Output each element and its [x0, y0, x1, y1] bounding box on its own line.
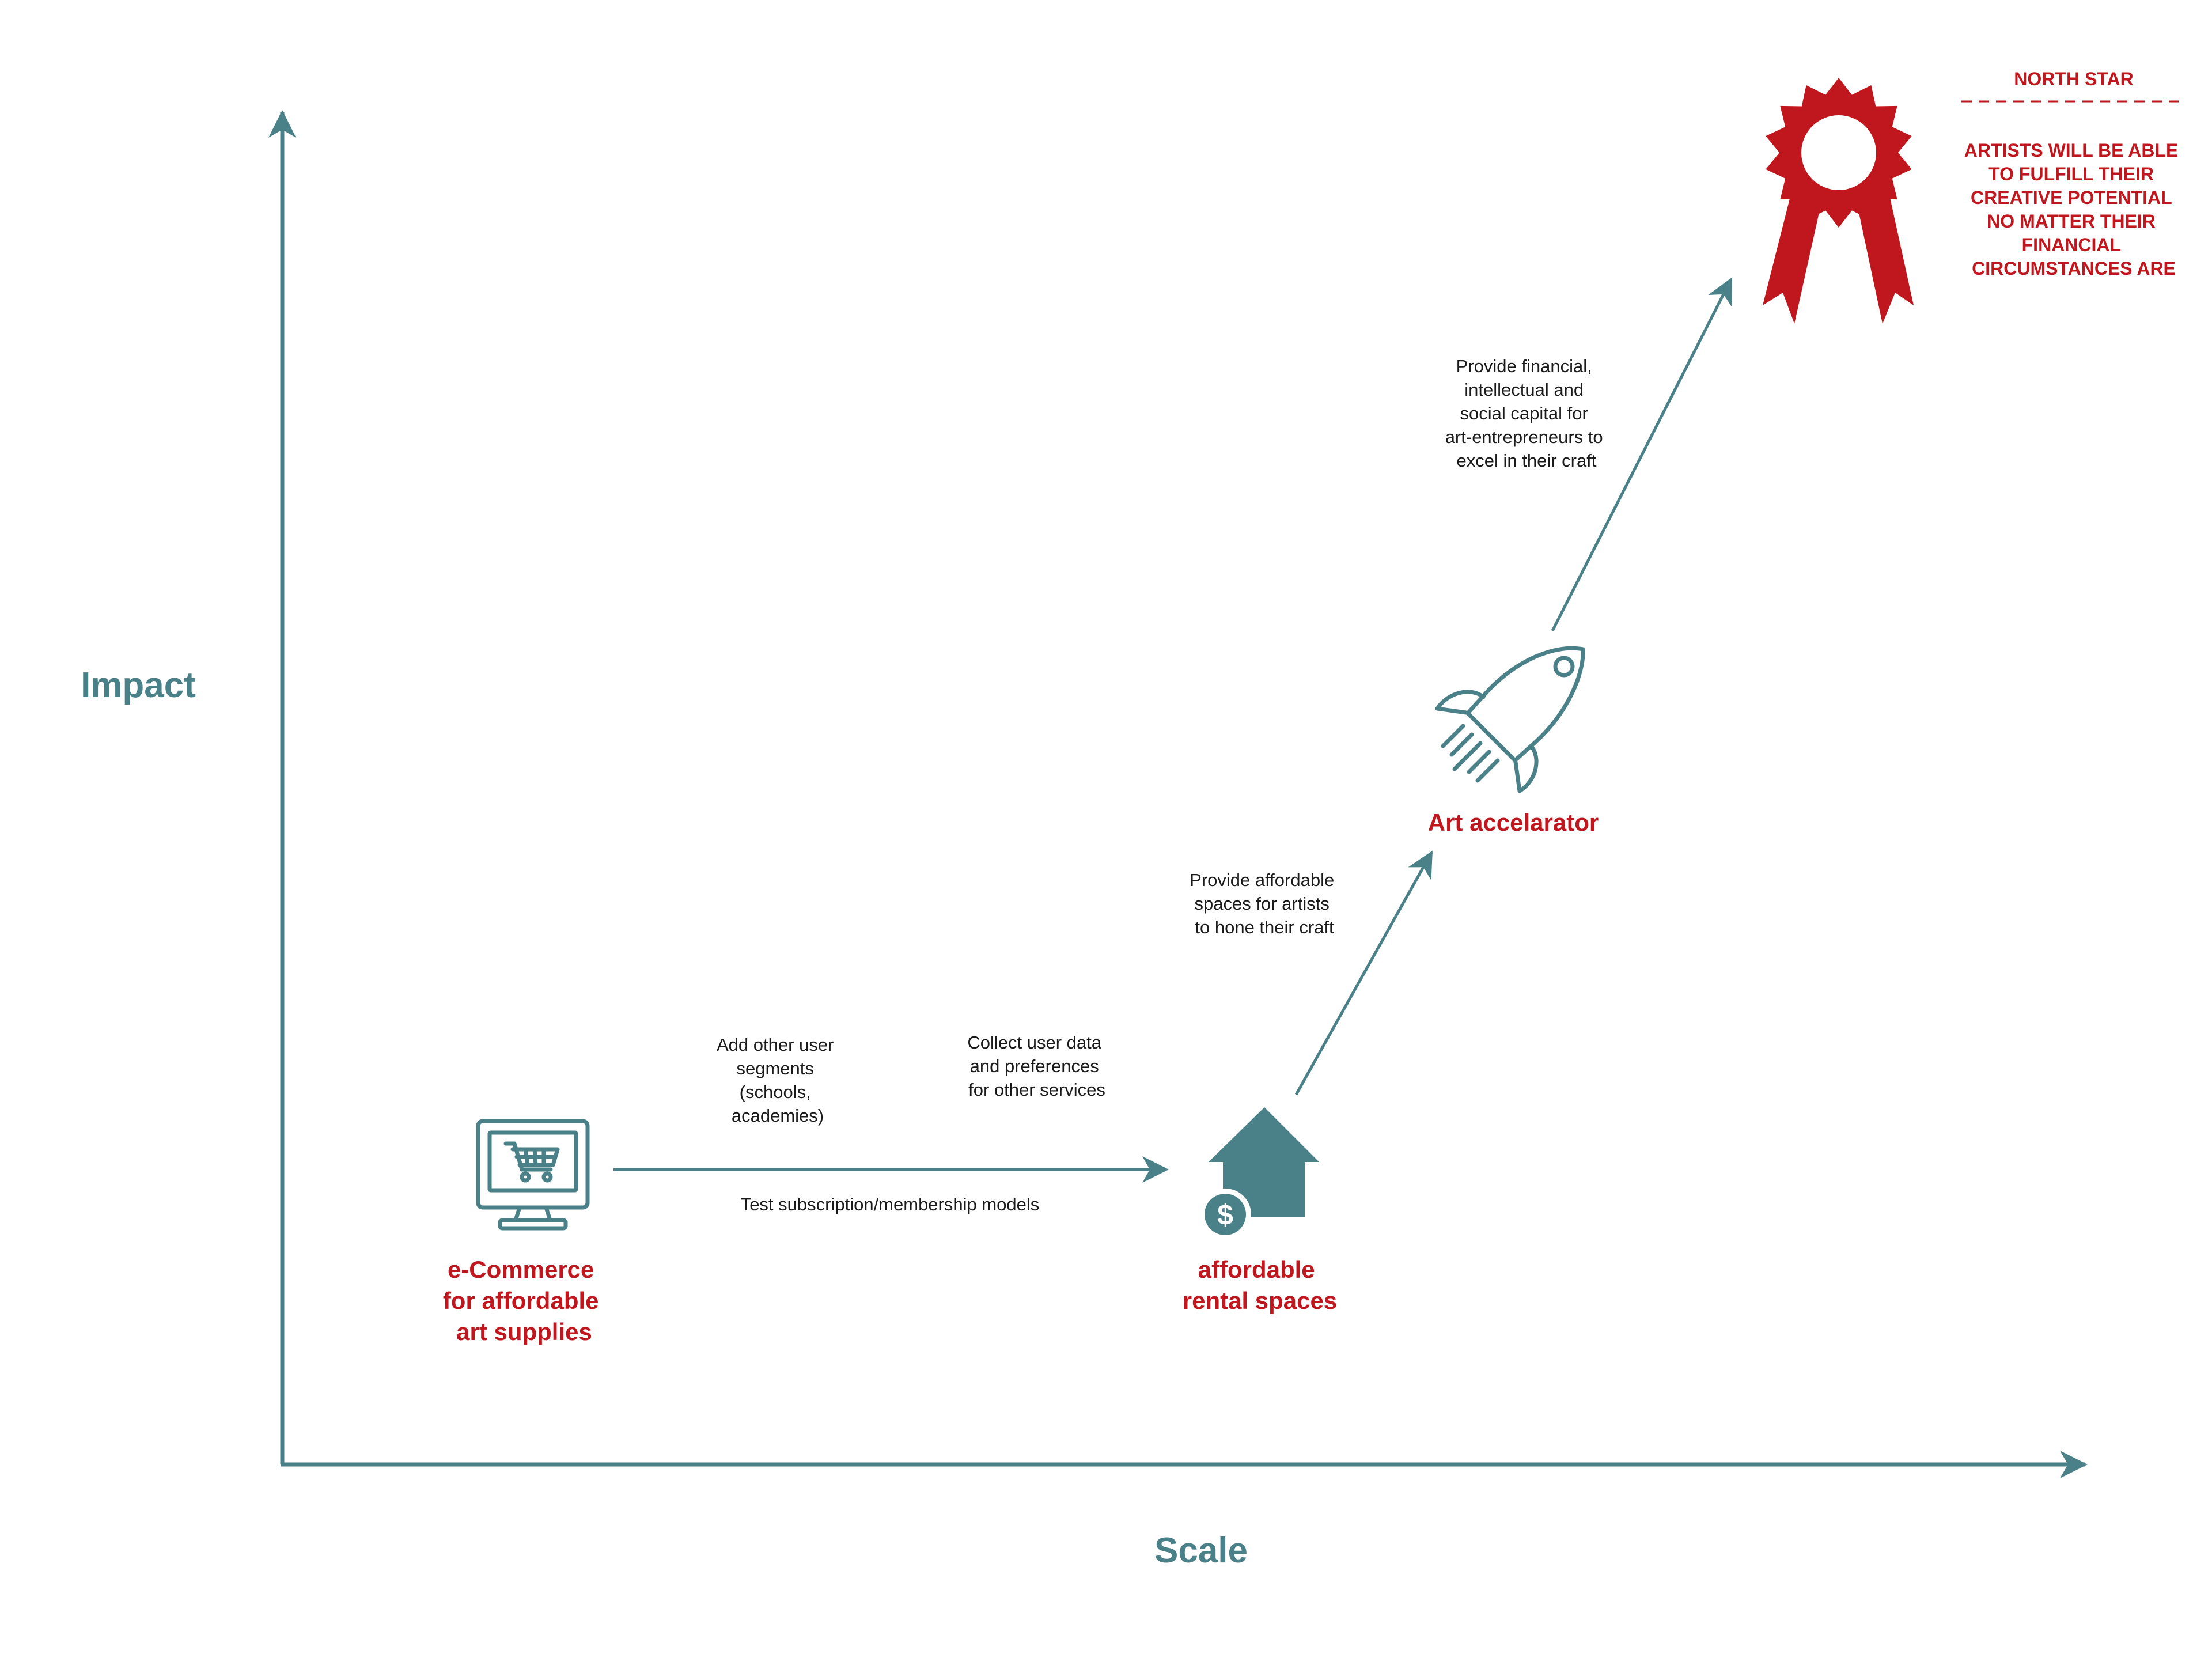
north-star-line: CREATIVE POTENTIAL	[1971, 187, 2172, 208]
north-star-statement: ARTISTS WILL BE ABLE TO FULFILL THEIR CR…	[1964, 140, 2183, 279]
north-star-line: CIRCUMSTANCES ARE	[1972, 258, 2176, 279]
note-line: Collect user data	[967, 1032, 1101, 1053]
note-line: art-entrepreneurs to	[1445, 427, 1603, 447]
north-star-line: TO FULFILL THEIR	[1988, 164, 2154, 184]
north-star-line: NO MATTER THEIR	[1987, 211, 2156, 232]
note-line: and preferences	[970, 1056, 1099, 1076]
arrow-rental-to-accelerator	[1294, 850, 1433, 1096]
transition-notes: Add other user segments (schools, academ…	[717, 356, 1608, 1214]
note-line: spaces for artists	[1195, 894, 1330, 914]
stage-ecommerce-label-line: for affordable	[443, 1287, 599, 1314]
stage-rental-label-line: rental spaces	[1183, 1287, 1338, 1314]
north-star-line: FINANCIAL	[2022, 234, 2121, 255]
stage-ecommerce-label: e-Commerce for affordable art supplies	[443, 1256, 605, 1345]
house-dollar-icon: $	[1199, 1107, 1319, 1240]
note-line: to hone their craft	[1195, 917, 1334, 937]
stage-rental: $ affordable rental spaces	[1183, 1107, 1338, 1314]
note-line: Add other user	[717, 1035, 834, 1055]
note-line: (schools,	[740, 1082, 811, 1102]
axes: Impact Scale	[81, 110, 2088, 1570]
svg-text:$: $	[1217, 1199, 1233, 1231]
stage-accelerator-label-line: Art accelarator	[1428, 809, 1599, 836]
north-star-line: ARTISTS WILL BE ABLE	[1964, 140, 2179, 161]
arrow-accelerator-to-north-star	[1551, 277, 1733, 632]
note-capital: Provide financial, intellectual and soci…	[1445, 356, 1608, 471]
computer-cart-icon	[476, 1119, 590, 1231]
note-subscription: Test subscription/membership models	[741, 1194, 1040, 1214]
note-line: social capital for	[1460, 403, 1588, 423]
note-affordable-spaces: Provide affordable spaces for artists to…	[1190, 870, 1339, 937]
rocket-icon	[1435, 646, 1585, 793]
stage-rental-label: affordable rental spaces	[1183, 1256, 1338, 1314]
award-ribbon-icon	[1763, 78, 1914, 324]
stage-rental-label-line: affordable	[1198, 1256, 1315, 1283]
note-collect-data: Collect user data and preferences for ot…	[967, 1032, 1106, 1100]
note-line: academies)	[732, 1106, 824, 1126]
note-line: for other services	[968, 1080, 1105, 1100]
note-line: Provide affordable	[1190, 870, 1334, 890]
stage-ecommerce-label-line: art supplies	[456, 1318, 592, 1345]
stage-ecommerce-label-line: e-Commerce	[448, 1256, 594, 1283]
north-star-heading: NORTH STAR	[2014, 69, 2133, 89]
flow-arrows	[613, 277, 1733, 1183]
x-axis-label: Scale	[1154, 1531, 1248, 1570]
north-star: NORTH STAR ARTISTS WILL BE ABLE TO FULFI…	[1763, 69, 2183, 324]
note-line: segments	[736, 1058, 813, 1078]
note-line: Provide financial,	[1456, 356, 1592, 376]
note-line: intellectual and	[1464, 380, 1584, 400]
stage-ecommerce: e-Commerce for affordable art supplies	[443, 1119, 605, 1345]
note-user-segments: Add other user segments (schools, academ…	[717, 1035, 839, 1126]
stage-accelerator-label: Art accelarator	[1428, 809, 1599, 836]
stage-accelerator: Art accelarator	[1428, 646, 1599, 836]
note-line: Test subscription/membership models	[741, 1194, 1040, 1214]
y-axis-label: Impact	[81, 665, 196, 705]
note-line: excel in their craft	[1457, 451, 1597, 471]
